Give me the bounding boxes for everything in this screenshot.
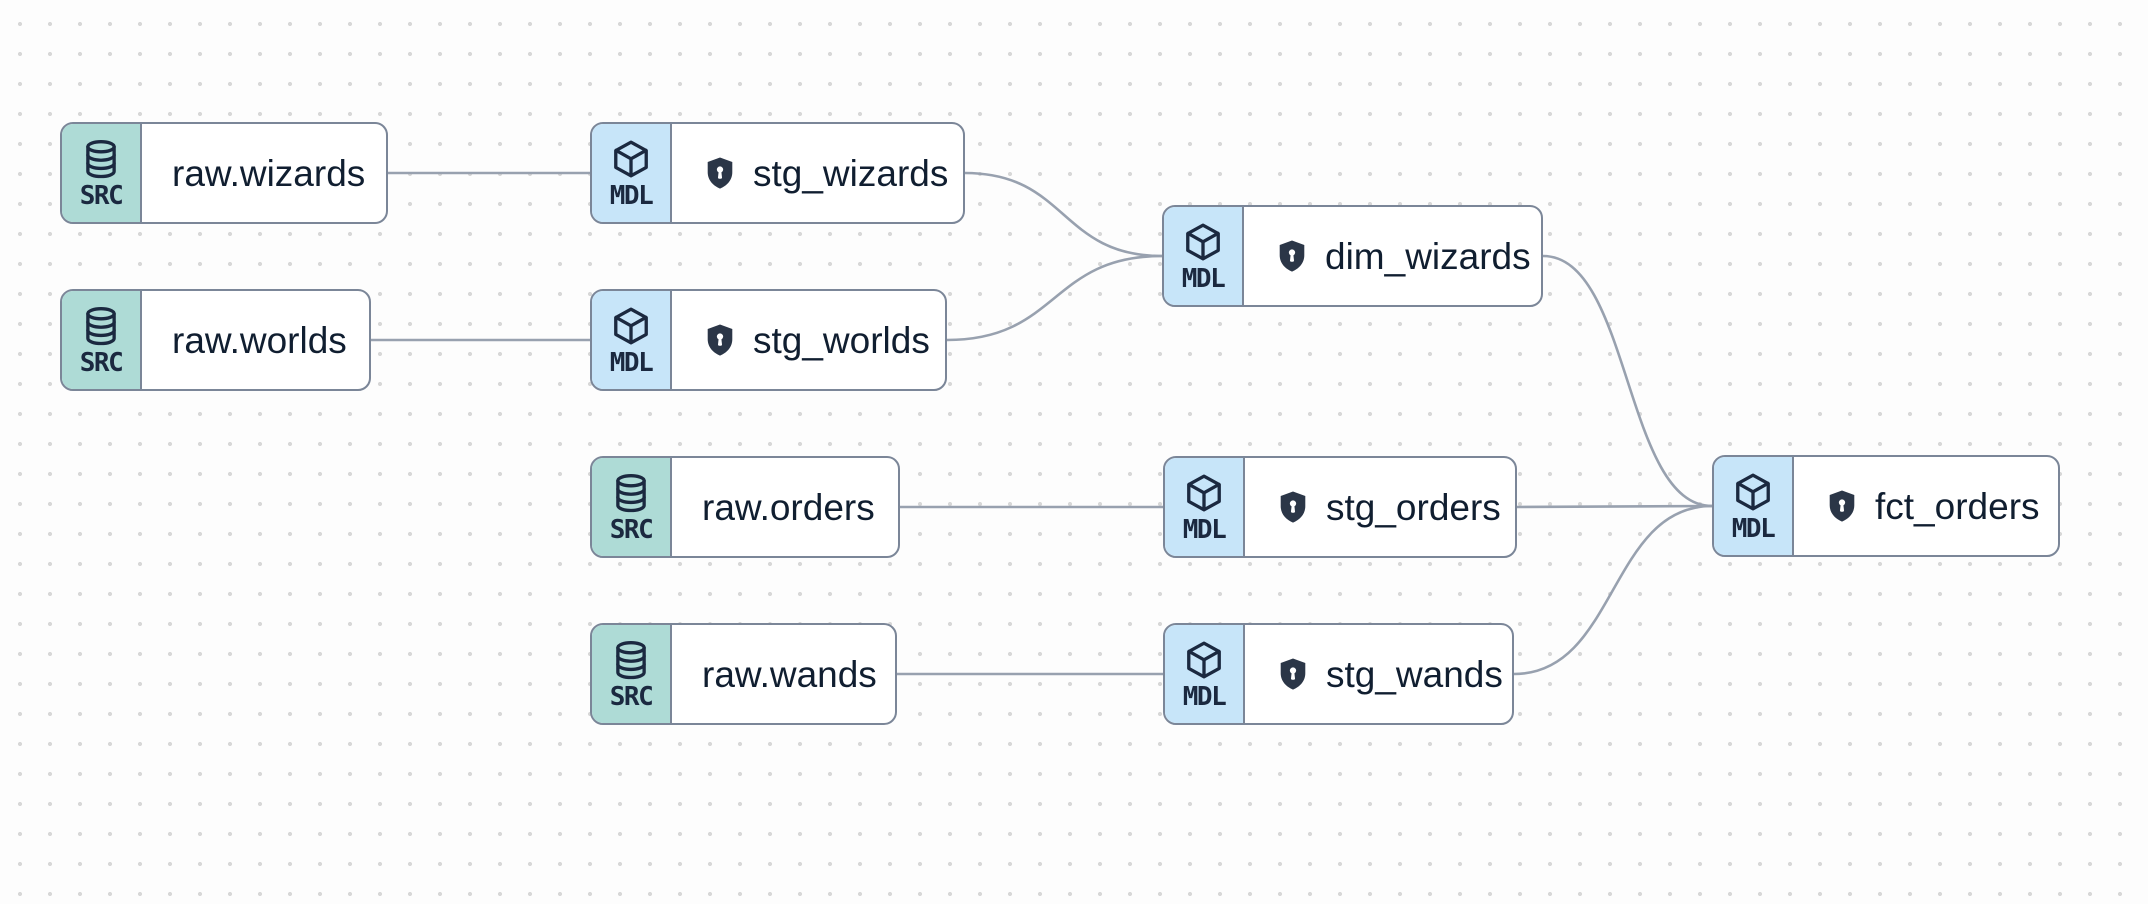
node-stg-worlds[interactable]: MDL stg_worlds <box>590 289 947 391</box>
node-body: raw.wizards <box>142 124 386 222</box>
node-type-badge: MDL <box>592 124 672 222</box>
edge-stg-wizards-to-dim-wizards <box>964 171 1163 258</box>
node-type-badge: MDL <box>1165 458 1245 556</box>
node-raw-wizards[interactable]: SRC raw.wizards <box>60 122 388 224</box>
node-label: raw.orders <box>702 486 875 528</box>
node-type-badge: MDL <box>1164 207 1244 305</box>
edge-stg-orders-to-fct-orders <box>1516 504 1713 509</box>
node-body: stg_wands <box>1245 625 1512 723</box>
node-raw-wands[interactable]: SRC raw.wands <box>590 623 897 725</box>
node-type-label: SRC <box>609 682 654 713</box>
shield-lock-icon <box>1275 656 1311 692</box>
node-type-label: MDL <box>1182 515 1227 546</box>
cube-icon <box>1183 472 1225 514</box>
database-icon <box>80 305 122 347</box>
node-type-label: MDL <box>609 181 654 212</box>
node-label: raw.worlds <box>172 319 347 361</box>
node-body: dim_wizards <box>1244 207 1541 305</box>
node-type-label: MDL <box>1731 514 1776 545</box>
node-type-label: MDL <box>1181 264 1226 295</box>
edge-stg-worlds-to-dim-wizards <box>946 254 1163 342</box>
edge-stg-wands-to-fct-orders <box>1513 504 1713 676</box>
node-raw-worlds[interactable]: SRC raw.worlds <box>60 289 371 391</box>
node-label: stg_worlds <box>753 319 930 361</box>
node-dim-wizards[interactable]: MDL dim_wizards <box>1162 205 1543 307</box>
node-stg-orders[interactable]: MDL stg_orders <box>1163 456 1517 558</box>
node-body: stg_wizards <box>672 124 963 222</box>
node-body: stg_orders <box>1245 458 1515 556</box>
cube-icon <box>1182 221 1224 263</box>
node-label: stg_orders <box>1326 486 1501 528</box>
cube-icon <box>1183 639 1225 681</box>
node-label: stg_wands <box>1326 653 1503 695</box>
node-type-badge: MDL <box>1714 457 1794 555</box>
node-type-label: MDL <box>609 348 654 379</box>
node-type-label: SRC <box>609 515 654 546</box>
cube-icon <box>610 305 652 347</box>
node-type-label: MDL <box>1182 682 1227 713</box>
node-label: raw.wands <box>702 653 877 695</box>
node-label: raw.wizards <box>172 152 366 194</box>
cube-icon <box>1732 471 1774 513</box>
shield-lock-icon <box>1824 488 1860 524</box>
node-type-label: SRC <box>79 348 124 379</box>
shield-lock-icon <box>1275 489 1311 525</box>
database-icon <box>610 472 652 514</box>
node-type-badge: SRC <box>592 625 672 723</box>
database-icon <box>80 138 122 180</box>
shield-lock-icon <box>1274 238 1310 274</box>
node-label: stg_wizards <box>753 152 949 194</box>
node-label: fct_orders <box>1875 485 2040 527</box>
node-raw-orders[interactable]: SRC raw.orders <box>590 456 900 558</box>
shield-lock-icon <box>702 322 738 358</box>
node-body: raw.worlds <box>142 291 369 389</box>
node-type-badge: SRC <box>592 458 672 556</box>
node-type-badge: SRC <box>62 291 142 389</box>
node-stg-wands[interactable]: MDL stg_wands <box>1163 623 1514 725</box>
node-fct-orders[interactable]: MDL fct_orders <box>1712 455 2060 557</box>
shield-lock-icon <box>702 155 738 191</box>
cube-icon <box>610 138 652 180</box>
node-label: dim_wizards <box>1325 235 1531 277</box>
node-type-label: SRC <box>79 181 124 212</box>
node-body: raw.wands <box>672 625 895 723</box>
node-type-badge: MDL <box>1165 625 1245 723</box>
database-icon <box>610 639 652 681</box>
node-body: stg_worlds <box>672 291 945 389</box>
edge-dim-wizards-to-fct-orders <box>1542 254 1713 508</box>
node-type-badge: SRC <box>62 124 142 222</box>
node-body: fct_orders <box>1794 457 2058 555</box>
node-type-badge: MDL <box>592 291 672 389</box>
node-stg-wizards[interactable]: MDL stg_wizards <box>590 122 965 224</box>
node-body: raw.orders <box>672 458 898 556</box>
